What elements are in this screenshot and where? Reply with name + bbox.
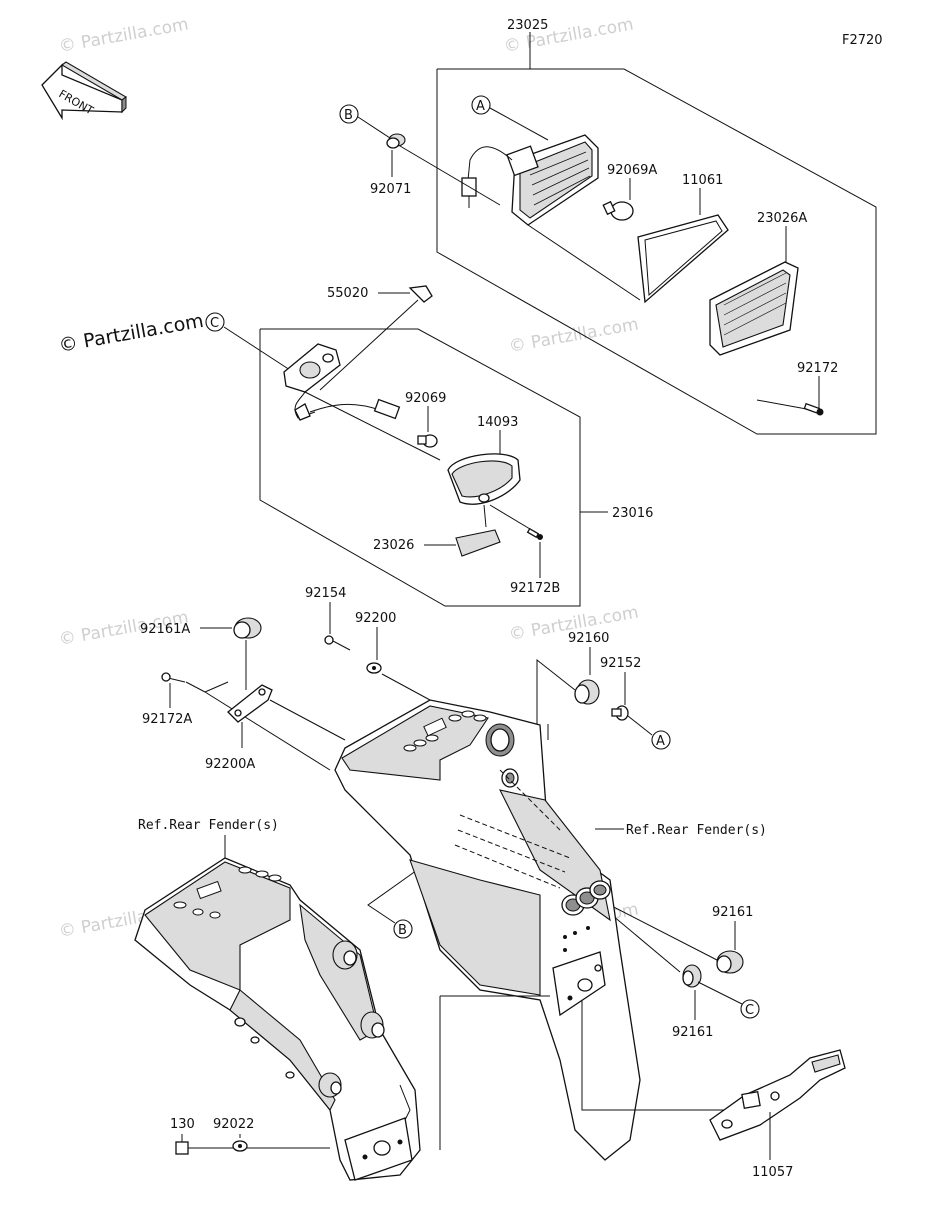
callout-c-label: C <box>210 316 219 331</box>
part-label-92172: 92172 <box>797 361 838 376</box>
callout-b <box>393 919 413 939</box>
gasket <box>637 214 729 304</box>
watermark: © Partzilla.com <box>507 314 640 356</box>
part-label-92071: 92071 <box>370 182 411 197</box>
part-label-11061: 11061 <box>682 173 723 188</box>
lamp-cover <box>455 529 501 557</box>
part-label-92172A: 92172A <box>142 712 192 727</box>
rear-fender-left: Ref.Rear Fender(s) <box>134 818 421 1181</box>
part-label-92069A: 92069A <box>607 163 657 178</box>
tail-lamp-assembly: 23025 A B 92071 92069A <box>339 18 877 435</box>
callout-a-label: A <box>656 734 665 749</box>
callout-a <box>651 730 671 750</box>
callout-c <box>740 999 760 1019</box>
part-label-92161A: 92161A <box>140 622 190 637</box>
part-label-92161-bottom: 92161 <box>672 1025 713 1040</box>
part-label-92172B: 92172B <box>510 581 560 596</box>
callout-c-label: C <box>745 1003 754 1018</box>
callout-c <box>205 312 225 332</box>
license-lamp-assembly: 23016 C 55020 92069 14093 23026 <box>205 285 653 607</box>
callout-a-label: A <box>476 99 485 114</box>
fender-hardware: 92154 92161A 92200 92172A 92200A 92160 <box>140 586 760 1040</box>
part-label-23016: 23016 <box>612 506 653 521</box>
part-label-23026: 23026 <box>373 538 414 553</box>
watermark-main: © Partzilla.com <box>57 310 205 357</box>
part-label-11057: 11057 <box>752 1165 793 1180</box>
part-label-92154: 92154 <box>305 586 346 601</box>
figure-code: F2720 <box>842 33 883 48</box>
front-arrow-icon: FRONT <box>41 61 127 121</box>
ref-rear-fender-left: Ref.Rear Fender(s) <box>138 818 279 833</box>
part-label-92161-top: 92161 <box>712 905 753 920</box>
part-label-14093: 14093 <box>477 415 518 430</box>
rear-fender-right: Ref.Rear Fender(s) <box>334 699 767 1161</box>
part-label-92152: 92152 <box>600 656 641 671</box>
part-label-92200A: 92200A <box>205 757 255 772</box>
part-label-23026A: 23026A <box>757 211 807 226</box>
watermark: © Partzilla.com <box>57 14 190 56</box>
part-label-92022: 92022 <box>213 1117 254 1132</box>
part-label-23025: 23025 <box>507 18 548 33</box>
callout-b <box>339 104 359 124</box>
part-label-92200: 92200 <box>355 611 396 626</box>
callout-b-label: B <box>344 108 353 123</box>
callout-b-label: B <box>398 923 407 938</box>
part-label-92160: 92160 <box>568 631 609 646</box>
bracket-92200A <box>227 684 273 723</box>
part-label-130: 130 <box>170 1117 195 1132</box>
part-label-92069: 92069 <box>405 391 446 406</box>
bottom-hardware: 130 92022 11057 <box>170 995 846 1180</box>
callout-a <box>471 95 491 115</box>
ref-rear-fender-right: Ref.Rear Fender(s) <box>626 823 767 838</box>
part-label-55020: 55020 <box>327 286 368 301</box>
